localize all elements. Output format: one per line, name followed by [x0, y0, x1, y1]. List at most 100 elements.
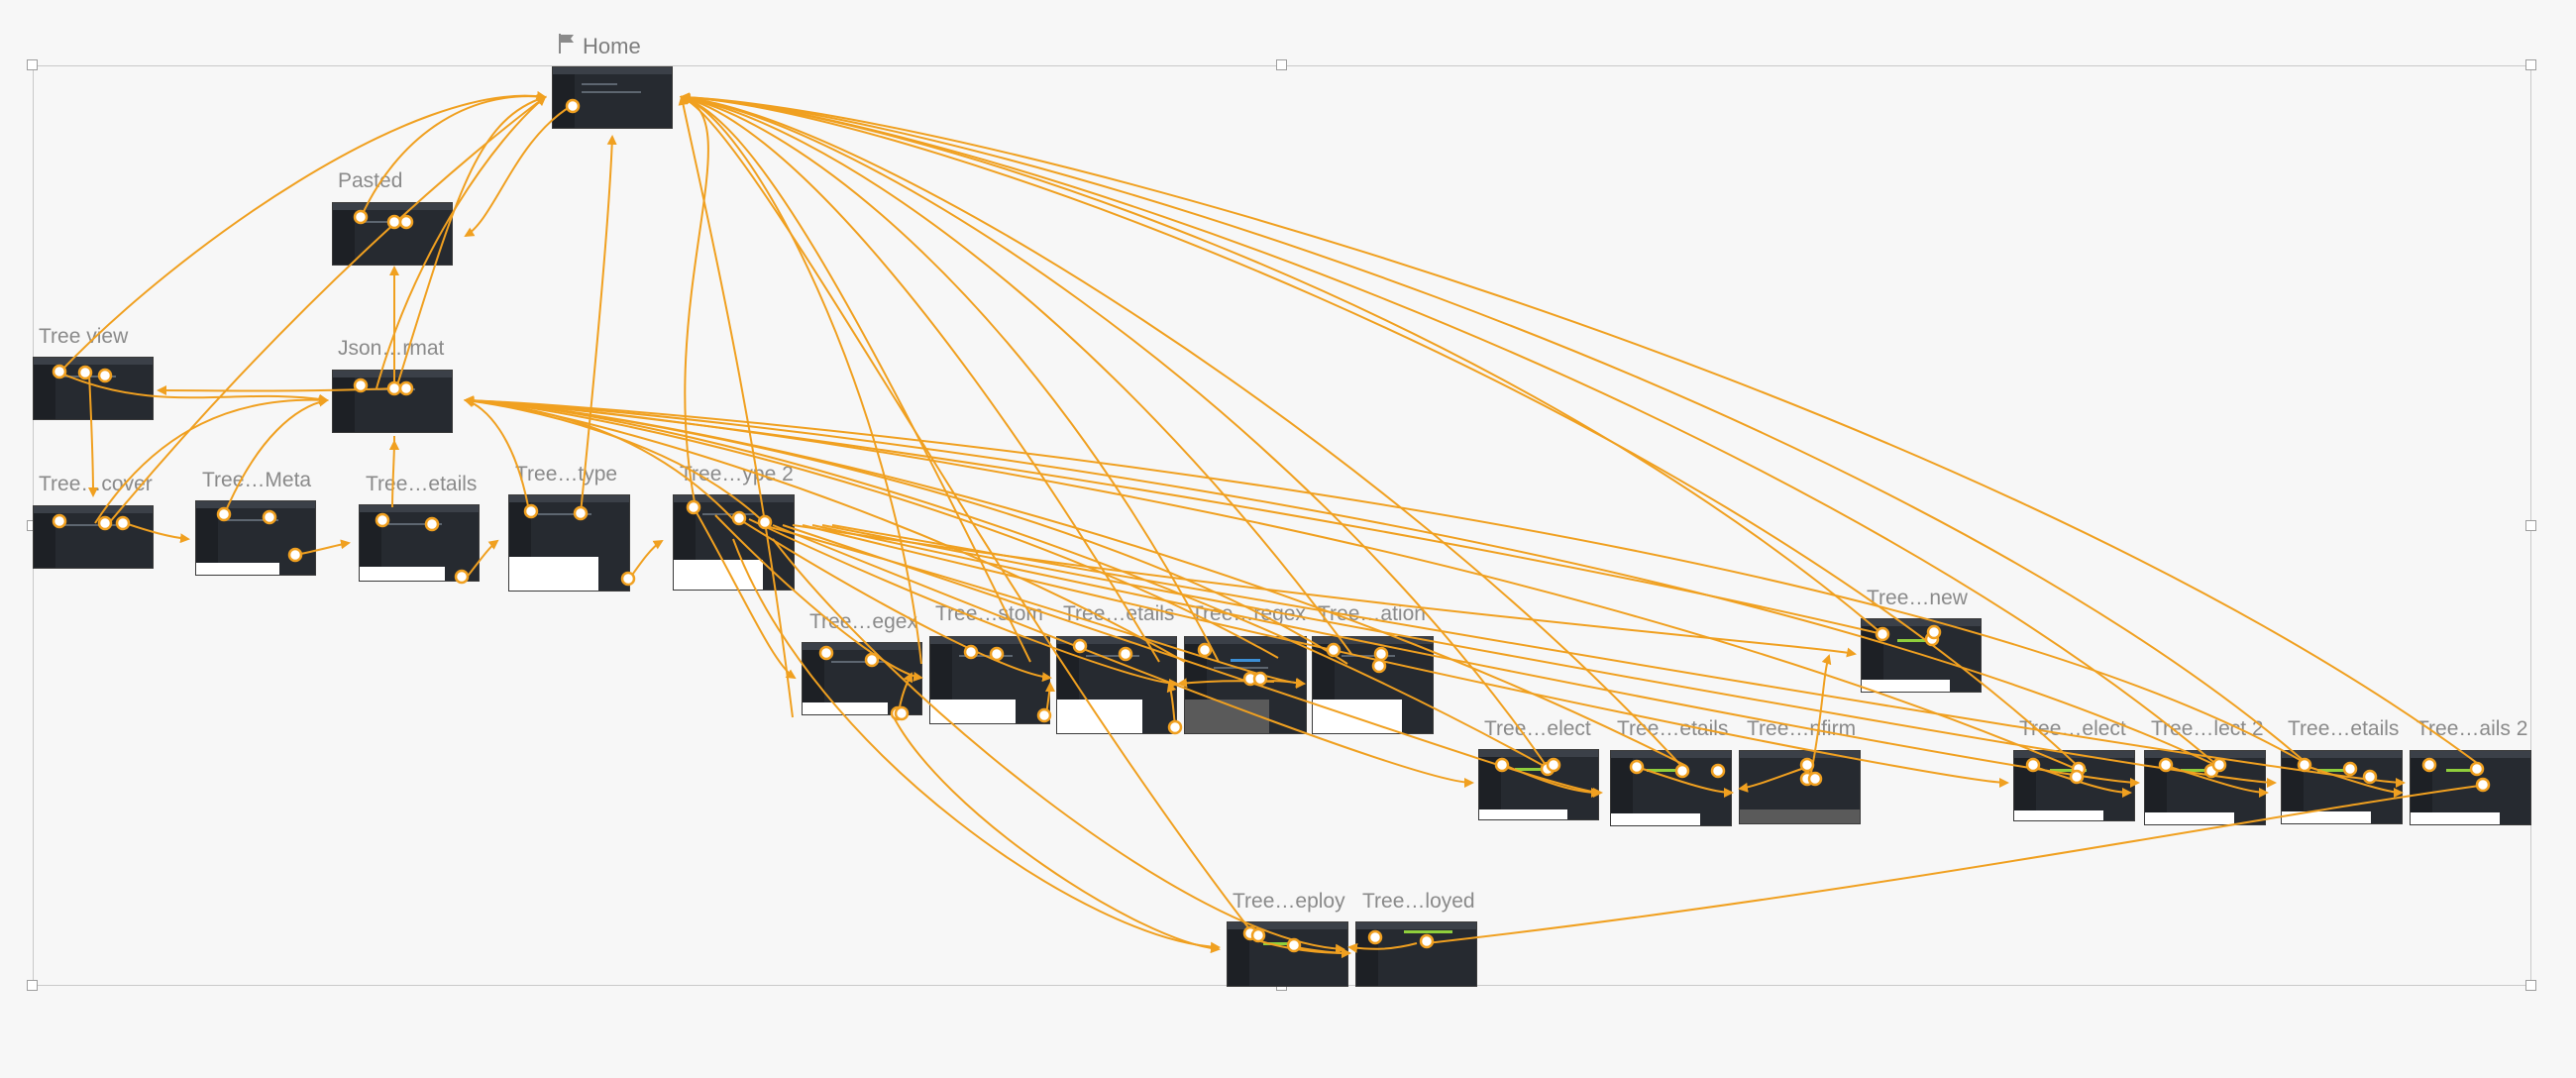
link-curve[interactable] — [811, 524, 2140, 788]
link-curve[interactable] — [680, 92, 1683, 768]
link-curve[interactable] — [464, 395, 1186, 663]
artboard-pasted[interactable] — [332, 202, 453, 266]
link-curve[interactable] — [2034, 766, 2132, 798]
link-curve[interactable] — [58, 90, 547, 374]
link-hotspot[interactable] — [1371, 658, 1387, 674]
artboard-label-tree-etails-4[interactable]: Tree…etails — [2288, 717, 2400, 740]
link-hotspot[interactable] — [2342, 761, 2358, 777]
link-hotspot[interactable] — [818, 645, 834, 661]
link-hotspot[interactable] — [565, 98, 581, 114]
link-hotspot[interactable] — [52, 364, 67, 379]
link-hotspot[interactable] — [1250, 927, 1266, 943]
link-curve[interactable] — [464, 395, 1279, 659]
resize-handle-top-left[interactable] — [27, 59, 38, 70]
link-curve[interactable] — [1810, 654, 1832, 774]
resize-handle-right[interactable] — [2525, 520, 2536, 531]
link-curve[interactable] — [94, 394, 329, 524]
link-curve[interactable] — [1503, 764, 1601, 798]
link-hotspot[interactable] — [963, 644, 979, 660]
artboard-label-tree-meta[interactable]: Tree…Meta — [202, 469, 312, 491]
link-hotspot[interactable] — [398, 380, 414, 396]
link-hotspot[interactable] — [1494, 757, 1510, 773]
link-curve[interactable] — [2308, 766, 2404, 798]
link-curve[interactable] — [376, 95, 547, 389]
link-curve[interactable] — [732, 538, 1221, 952]
link-hotspot[interactable] — [1926, 624, 1942, 640]
link-hotspot[interactable] — [262, 509, 277, 525]
link-hotspot[interactable] — [1546, 757, 1561, 773]
link-curve[interactable] — [680, 92, 2220, 768]
link-curve[interactable] — [58, 372, 329, 404]
link-hotspot[interactable] — [1629, 759, 1645, 775]
link-curve[interactable] — [465, 539, 499, 580]
link-curve[interactable] — [580, 135, 617, 514]
artboard-label-json-format[interactable]: Json…rmat — [338, 337, 445, 360]
link-hotspot[interactable] — [2211, 757, 2227, 773]
link-hotspot[interactable] — [398, 214, 414, 230]
link-hotspot[interactable] — [287, 547, 303, 563]
link-hotspot[interactable] — [757, 514, 773, 530]
link-curve[interactable] — [680, 93, 1547, 766]
link-hotspot[interactable] — [523, 503, 539, 519]
link-curve[interactable] — [821, 524, 2277, 788]
link-hotspot[interactable] — [1674, 763, 1690, 779]
artboard-tree-nfirm[interactable] — [1739, 750, 1861, 824]
artboard-label-tree-cover[interactable]: Tree…cover — [39, 473, 153, 495]
resize-handle-bottom-left[interactable] — [27, 980, 38, 991]
home-artboard-label[interactable]: Home — [557, 33, 641, 59]
artboard-tree-stom[interactable] — [929, 636, 1050, 724]
link-curve[interactable] — [464, 395, 1547, 768]
link-hotspot[interactable] — [864, 652, 880, 668]
link-hotspot[interactable] — [1807, 771, 1823, 787]
link-curve[interactable] — [782, 524, 1603, 798]
artboard-label-tree-stom[interactable]: Tree…stom — [935, 602, 1043, 625]
link-hotspot[interactable] — [1373, 646, 1389, 662]
artboard-tree-etails-3[interactable] — [1610, 750, 1732, 826]
link-hotspot[interactable] — [353, 209, 369, 225]
link-curve[interactable] — [464, 104, 574, 238]
link-curve[interactable] — [680, 93, 1220, 663]
link-curve[interactable] — [680, 95, 1255, 936]
link-hotspot[interactable] — [1072, 638, 1088, 654]
link-curve[interactable] — [108, 95, 547, 524]
link-hotspot[interactable] — [353, 377, 369, 393]
link-curve[interactable] — [680, 94, 1160, 663]
link-curve[interactable] — [680, 94, 1031, 663]
link-hotspot[interactable] — [1326, 642, 1342, 658]
link-hotspot[interactable] — [1118, 646, 1133, 662]
link-curve[interactable] — [87, 374, 98, 497]
link-curve[interactable] — [464, 395, 2220, 768]
artboard-label-tree-elect-1[interactable]: Tree…elect — [1484, 717, 1591, 740]
artboard-tree-cover[interactable] — [33, 505, 154, 569]
link-hotspot[interactable] — [52, 513, 67, 529]
link-curve[interactable] — [124, 522, 190, 544]
artboard-label-tree-type[interactable]: Tree…type — [515, 463, 618, 485]
link-hotspot[interactable] — [2475, 777, 2491, 793]
link-hotspot[interactable] — [1197, 642, 1213, 658]
link-hotspot[interactable] — [1710, 763, 1726, 779]
link-hotspot[interactable] — [2297, 757, 2312, 773]
link-curve[interactable] — [792, 524, 1857, 658]
link-hotspot[interactable] — [375, 512, 390, 528]
link-curve[interactable] — [464, 395, 2082, 772]
artboard-label-tree-new[interactable]: Tree…new — [1867, 587, 1968, 609]
link-curve[interactable] — [395, 94, 547, 389]
artboard-tree-loyed[interactable] — [1355, 921, 1477, 987]
link-curve[interactable] — [680, 92, 2478, 764]
link-hotspot[interactable] — [115, 515, 131, 531]
link-hotspot[interactable] — [894, 705, 910, 721]
artboard-label-tree-regex[interactable]: Tree…regex — [1191, 602, 1306, 625]
link-curve[interactable] — [2169, 766, 2269, 798]
artboard-home[interactable] — [552, 66, 673, 129]
link-hotspot[interactable] — [1252, 671, 1268, 687]
link-curve[interactable] — [678, 95, 794, 718]
link-hotspot[interactable] — [1036, 707, 1052, 723]
link-curve[interactable] — [464, 395, 1685, 766]
artboard-label-tree-ation[interactable]: Tree…ation — [1318, 602, 1426, 625]
link-hotspot[interactable] — [620, 571, 636, 587]
artboard-label-tree-elect-2[interactable]: Tree…elect — [2019, 717, 2126, 740]
artboard-label-pasted[interactable]: Pasted — [338, 169, 403, 192]
link-hotspot[interactable] — [2421, 757, 2437, 773]
link-hotspot[interactable] — [424, 516, 440, 532]
artboard-label-tree-eploy[interactable]: Tree…eploy — [1233, 890, 1345, 913]
